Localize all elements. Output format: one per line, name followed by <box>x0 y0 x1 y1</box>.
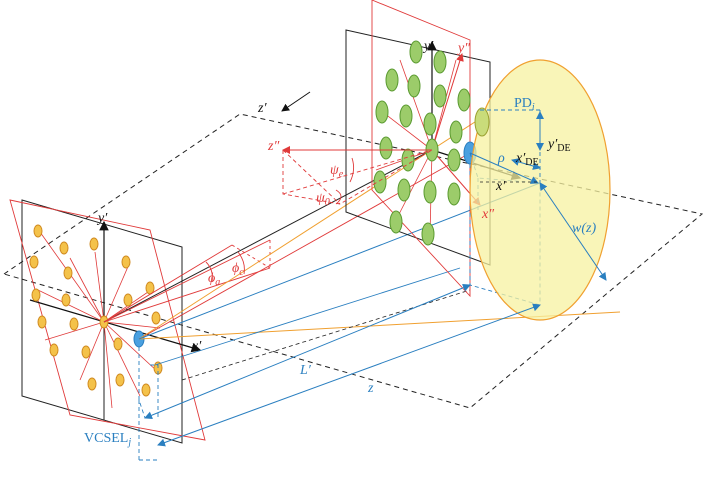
label-y-de: y′DE <box>546 137 571 154</box>
label-x-de: x′DE <box>515 151 539 168</box>
label-y-prime-left: y′ <box>96 211 108 226</box>
phi-angle-arcs <box>205 251 245 283</box>
label-pd-i: PDi <box>514 96 535 113</box>
beam-footprint <box>469 59 611 321</box>
label-rho: ρ <box>497 151 505 166</box>
ground-plane <box>2 113 704 409</box>
label-x-prime-right: x′ <box>495 179 506 194</box>
label-x-dprime-right: x″ <box>481 207 494 222</box>
z-prime-arrow <box>281 91 311 112</box>
transmitter-plane <box>9 199 206 444</box>
label-y-dprime-right: y″ <box>456 41 470 56</box>
label-w-z: w(z) <box>572 221 596 236</box>
label-phi-c: ϕc <box>232 261 244 278</box>
label-psi-0: ψ0 <box>316 191 330 208</box>
label-phi-a: ϕa <box>208 271 220 288</box>
label-y-prime-right: y′ <box>422 39 434 54</box>
distance-arrows <box>138 283 541 461</box>
label-vcsel-j: VCSELj <box>84 431 131 448</box>
psi-angle-construct <box>282 146 433 205</box>
label-psi-e: ψe <box>330 163 344 180</box>
label-x-prime-left: x′ <box>191 339 202 354</box>
label-z-distance: z <box>367 381 374 396</box>
label-l-prime: L′ <box>299 363 312 378</box>
label-z-dprime: z″ <box>267 139 279 154</box>
label-z-prime-top: z′ <box>257 101 267 116</box>
